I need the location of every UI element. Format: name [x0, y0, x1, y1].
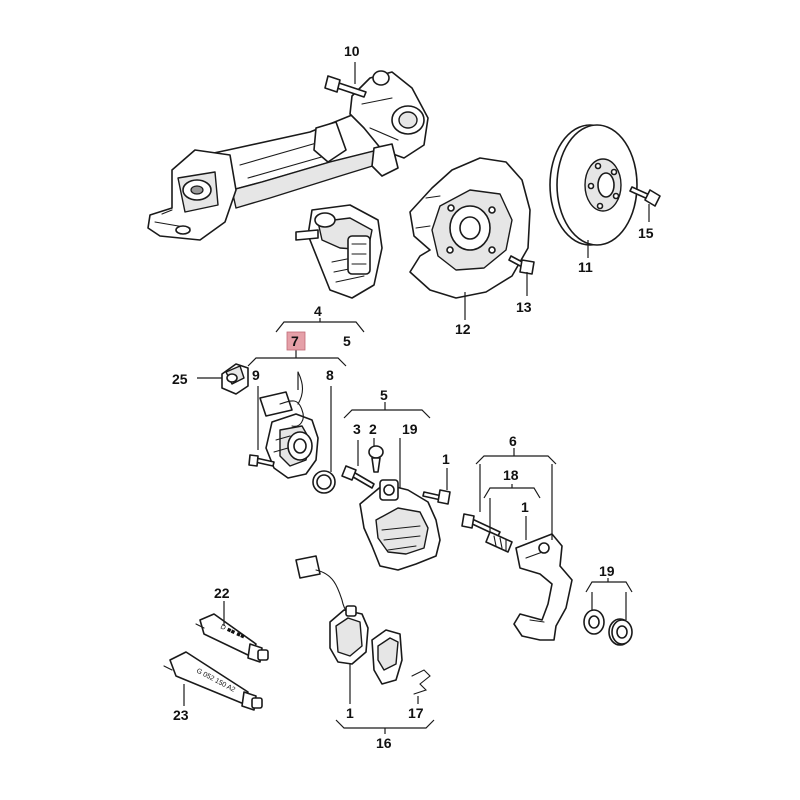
bleed-screw-3 — [341, 465, 375, 489]
callout-2: 2 — [369, 421, 377, 437]
callout-23: 23 — [173, 707, 189, 723]
disc-screw-15 — [629, 186, 661, 207]
o-ring-8 — [312, 470, 336, 494]
brake-pad-outer-1 — [329, 605, 369, 665]
callout-8: 8 — [326, 367, 334, 383]
callout-1-caliper-bolt: 1 — [442, 451, 450, 467]
grease-tube-23: G 052 150 A2 — [163, 651, 263, 711]
callout-13: 13 — [516, 299, 532, 315]
bushing-25 — [221, 363, 249, 395]
callout-22: 22 — [214, 585, 230, 601]
callout-17: 17 — [408, 705, 424, 721]
wear-sensor — [295, 555, 351, 619]
splash-shield-12 — [409, 157, 531, 299]
brake-pad-inner-1 — [371, 629, 403, 685]
bolt-13 — [508, 255, 535, 275]
spring-clip-17 — [411, 669, 431, 695]
callout-5-caliper: 5 — [380, 387, 388, 403]
callout-11: 11 — [578, 259, 593, 275]
dust-cap-2 — [368, 445, 384, 473]
callout-19-caliper: 19 — [402, 421, 418, 437]
callout-labels: 10 15 11 13 12 4 5 7 25 9 8 5 3 2 19 1 6… — [172, 43, 654, 751]
callout-4: 4 — [314, 303, 322, 319]
callout-7: 7 — [291, 333, 299, 349]
axle-beam-assembly — [147, 70, 429, 241]
seal-kit-19 — [583, 609, 633, 646]
callout-16: 16 — [376, 735, 392, 751]
callout-25: 25 — [172, 371, 188, 387]
callout-1-bracket: 1 — [521, 499, 529, 515]
caliper-bolt-1 — [422, 489, 451, 505]
caliper-bracket-6 — [513, 533, 573, 641]
callout-1-pads: 1 — [346, 705, 354, 721]
highlight-box-7 — [286, 331, 306, 351]
caliper-housing-5 — [359, 479, 441, 571]
callout-15: 15 — [638, 225, 654, 241]
callout-19-seals: 19 — [599, 563, 615, 579]
callout-12: 12 — [455, 321, 471, 337]
callout-3: 3 — [353, 421, 361, 437]
callout-10: 10 — [344, 43, 360, 59]
callout-9: 9 — [252, 367, 260, 383]
parking-brake-motor-7 — [259, 371, 319, 479]
callout-5-upper: 5 — [343, 333, 351, 349]
grease-tube-22: D ■■ ■■ — [195, 613, 269, 663]
brake-disc-11 — [549, 124, 638, 246]
motor-bolt-9 — [248, 454, 275, 467]
guide-bolt-18 — [461, 513, 513, 553]
callout-6: 6 — [509, 433, 517, 449]
caliper-assembly-top — [295, 204, 383, 299]
leader-lines — [183, 62, 650, 734]
callout-18: 18 — [503, 467, 519, 483]
